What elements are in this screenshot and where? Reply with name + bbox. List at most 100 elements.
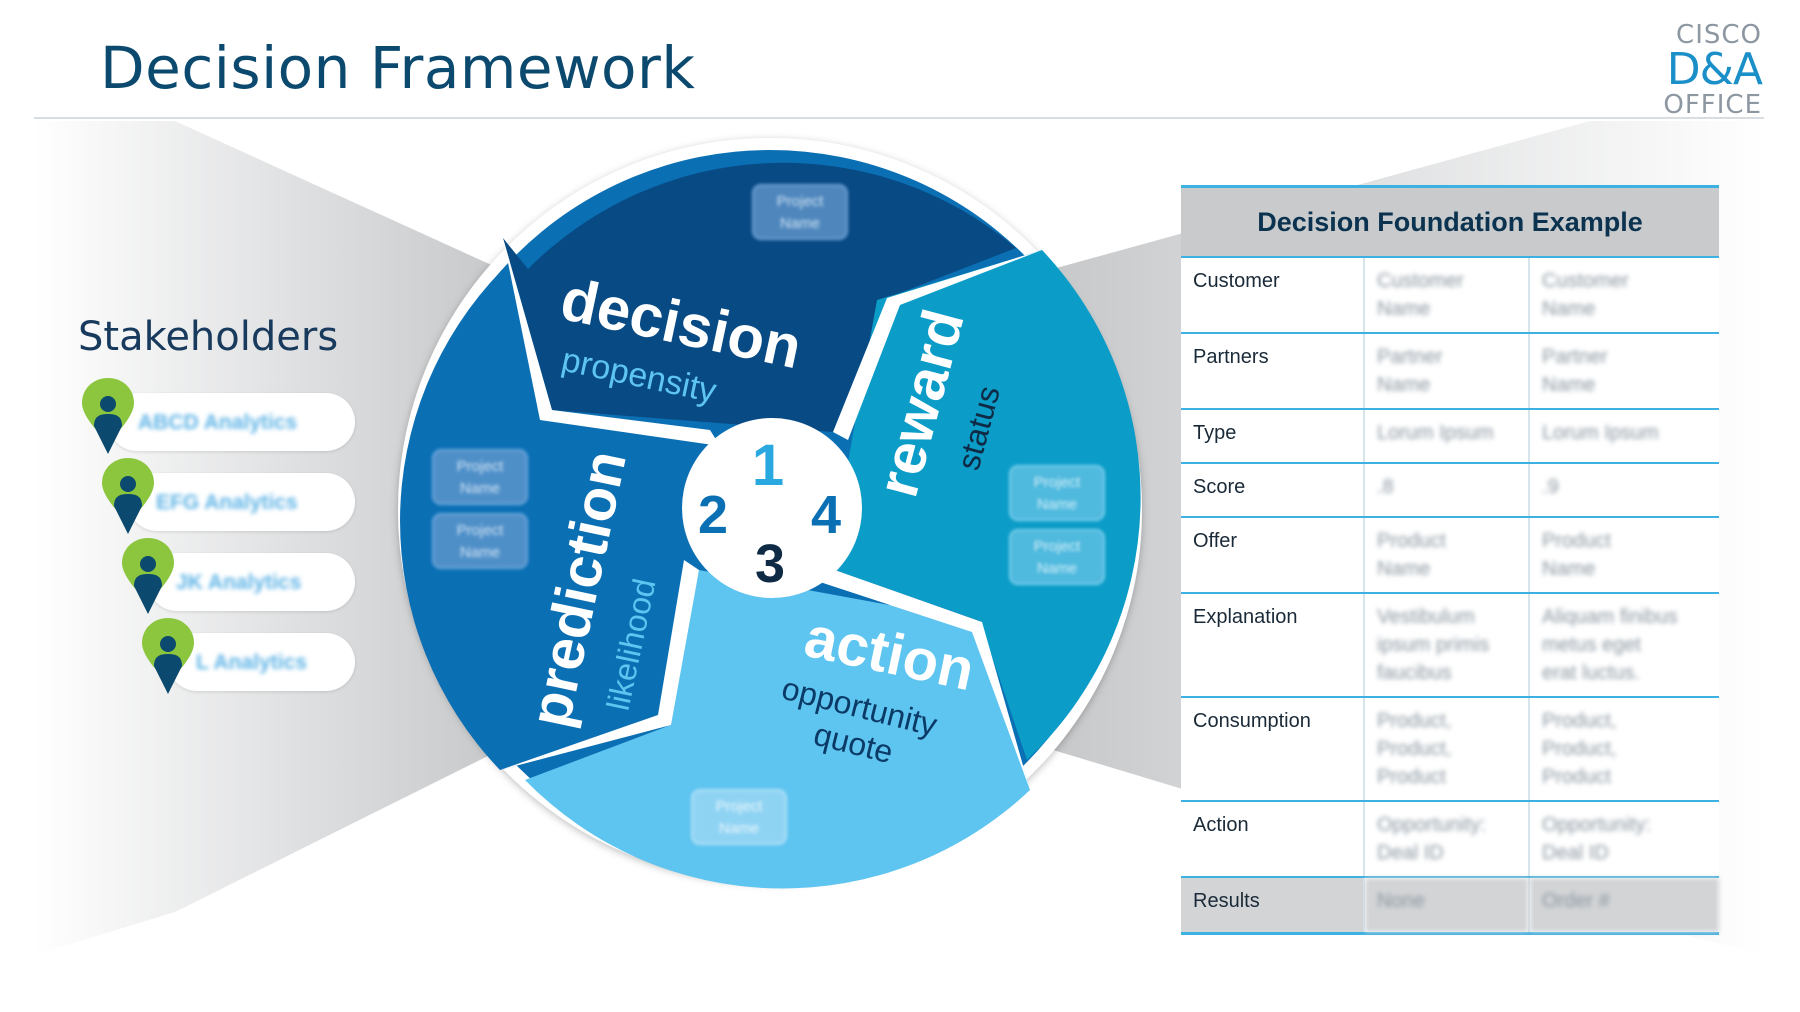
row-value-a: Opportunity:Deal ID xyxy=(1364,801,1530,878)
row-label: Customer xyxy=(1181,257,1365,334)
segment-number-3: 3 xyxy=(755,534,785,594)
row-label: Type xyxy=(1181,409,1365,464)
segment-number-1: 1 xyxy=(752,433,784,498)
value-line: .9 xyxy=(1542,476,1559,498)
svg-text:Project: Project xyxy=(1034,538,1082,555)
stakeholder-label: L Analytics xyxy=(196,651,307,674)
row-label: Score xyxy=(1181,463,1365,518)
row-value-a: Product,Product,Product xyxy=(1364,697,1530,802)
project-box-reward-2[interactable]: Project Name xyxy=(1009,529,1105,585)
logo-line-3: OFFICE xyxy=(1663,90,1762,120)
svg-text:Project: Project xyxy=(1034,474,1082,491)
svg-text:Name: Name xyxy=(1037,560,1077,577)
svg-text:Name: Name xyxy=(719,820,759,837)
value-line: Name xyxy=(1377,558,1431,580)
value-line: Partner xyxy=(1542,346,1608,368)
row-label: Offer xyxy=(1181,517,1365,594)
value-line: Product, xyxy=(1377,738,1452,760)
row-label: Action xyxy=(1181,801,1365,878)
value-line: .8 xyxy=(1377,476,1394,498)
stakeholder-item[interactable]: JK Analytics xyxy=(148,553,355,611)
value-line: metus eget xyxy=(1542,634,1641,656)
value-line: ipsum primis xyxy=(1377,634,1490,656)
row-value-a: None xyxy=(1364,877,1530,934)
table-row: Explanation Vestibulum ipsum primis faucibu… xyxy=(1181,593,1719,698)
row-label: Explanation xyxy=(1181,593,1365,698)
svg-text:Name: Name xyxy=(460,544,500,561)
location-pin-icon xyxy=(82,378,134,454)
value-line: Vestibulum xyxy=(1377,606,1475,628)
row-value-b: Aliquam finibus metus eget erat luctus. xyxy=(1529,593,1719,698)
wheel-hub xyxy=(682,418,862,598)
row-label: Partners xyxy=(1181,333,1365,410)
segment-reward xyxy=(829,250,1141,760)
page-title: Decision Framework xyxy=(100,34,696,102)
stakeholder-item[interactable]: ABCD Analytics xyxy=(108,393,355,451)
value-line: Order # xyxy=(1542,890,1610,912)
row-label: Results xyxy=(1181,877,1365,934)
row-value-b: Opportunity: Deal ID xyxy=(1529,801,1719,878)
value-line: Product xyxy=(1542,766,1611,788)
value-line: Partner xyxy=(1377,346,1443,368)
svg-text:Name: Name xyxy=(1037,496,1077,513)
row-value-b: Product,Product,Product xyxy=(1529,697,1719,802)
segment-number-4: 4 xyxy=(811,485,841,545)
value-line: faucibus xyxy=(1377,662,1452,684)
stakeholders-title: Stakeholders xyxy=(78,314,339,360)
table-row: Score .8 .9 xyxy=(1181,463,1719,518)
value-line: Product, xyxy=(1377,710,1452,732)
logo-line-1: CISCO xyxy=(1676,20,1762,50)
stakeholder-item[interactable]: EFG Analytics xyxy=(128,473,355,531)
project-box-prediction-1[interactable]: Project Name xyxy=(432,449,528,505)
svg-text:Name: Name xyxy=(460,480,500,497)
value-line: Deal ID xyxy=(1542,842,1609,864)
value-line: erat luctus. xyxy=(1542,662,1640,684)
row-value-a: Vestibulum ipsum primis faucibus xyxy=(1364,593,1530,698)
value-line: Customer xyxy=(1542,270,1629,292)
segment-number-2: 2 xyxy=(698,485,728,545)
project-box-prediction-2[interactable]: Project Name xyxy=(432,513,528,569)
cisco-da-office-logo: CISCO D&A OFFICE xyxy=(1663,20,1763,120)
value-line: Name xyxy=(1542,374,1596,396)
value-line: Product, xyxy=(1542,710,1617,732)
location-pin-icon xyxy=(142,618,194,694)
value-line: Name xyxy=(1542,558,1596,580)
location-pin-icon xyxy=(122,538,174,614)
stakeholder-label: EFG Analytics xyxy=(156,491,298,514)
value-line: Customer xyxy=(1377,270,1464,292)
project-box-action[interactable]: Project Name xyxy=(691,789,787,845)
value-line: Aliquam finibus xyxy=(1542,606,1678,628)
value-line: Opportunity: xyxy=(1542,814,1651,836)
segment-prediction xyxy=(400,270,707,770)
row-value-b: .9 xyxy=(1529,463,1719,518)
svg-text:Project: Project xyxy=(716,798,764,815)
stakeholder-label: JK Analytics xyxy=(176,571,302,594)
value-line: Deal ID xyxy=(1377,842,1444,864)
project-box-decision[interactable]: Project Name xyxy=(752,184,848,240)
value-line: Name xyxy=(1377,298,1431,320)
value-line: Name xyxy=(1542,298,1596,320)
project-box-reward-1[interactable]: Project Name xyxy=(1009,465,1105,521)
separator-right xyxy=(820,568,1030,790)
svg-text:Project: Project xyxy=(457,458,505,475)
row-value-a: Lorum Ipsum xyxy=(1364,409,1530,464)
row-value-b: Order # xyxy=(1529,877,1719,934)
row-value-b: Lorum Ipsum xyxy=(1529,409,1719,464)
stakeholder-item[interactable]: L Analytics xyxy=(168,633,355,691)
row-value-a: .8 xyxy=(1364,463,1530,518)
value-line: Product xyxy=(1377,530,1446,552)
header-divider xyxy=(34,117,1764,119)
